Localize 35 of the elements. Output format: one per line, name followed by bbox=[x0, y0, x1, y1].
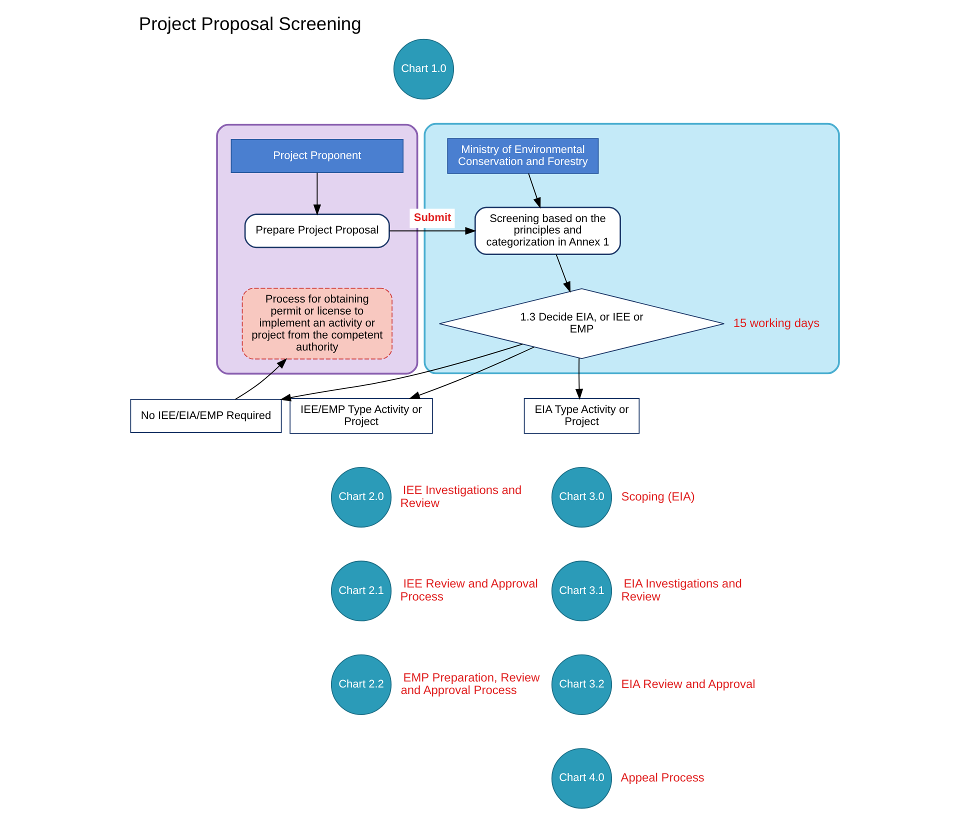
node-label: Scoping (EIA) bbox=[621, 489, 695, 504]
node-box: Screening based on the principles and categorization in Annex 1 bbox=[474, 206, 622, 255]
node-label: EMP Preparation, Review and Approval Process bbox=[400, 670, 540, 698]
arrow bbox=[389, 227, 476, 235]
arrow bbox=[528, 173, 541, 209]
arrow bbox=[234, 358, 288, 400]
node-circle: Chart 3.1 bbox=[551, 560, 612, 622]
node-circle: Chart 3.0 bbox=[551, 466, 612, 528]
node-label: IEE Review and Approval Process bbox=[400, 576, 538, 604]
node-box: IEE/EMP Type Activity or Project bbox=[290, 398, 433, 434]
node-box: Project Proponent bbox=[230, 138, 404, 173]
arrow bbox=[280, 344, 524, 402]
node-label: EIA Review and Approval bbox=[621, 676, 756, 691]
node-box: No IEE/EIA/EMP Required bbox=[130, 398, 282, 433]
diagram-title: Project Proposal Screening bbox=[138, 13, 362, 34]
arrow bbox=[408, 346, 535, 399]
arrow bbox=[575, 358, 584, 400]
node-box: Ministry of Environmental Conservation and Forestry bbox=[447, 138, 599, 174]
node-circle: Chart 3.2 bbox=[551, 654, 612, 715]
edge-label: Submit bbox=[414, 212, 452, 224]
node-circle: Chart 2.2 bbox=[330, 654, 392, 715]
node-label: Appeal Process bbox=[620, 770, 704, 785]
node-label: IEE Investigations and Review bbox=[400, 482, 522, 510]
node-circle: Chart 1.0 bbox=[393, 38, 454, 100]
node-circle: Chart 2.1 bbox=[330, 560, 392, 622]
node-box: Process for obtaining permit or license to implement an activity or project from the competent authority bbox=[242, 288, 392, 360]
arrow bbox=[556, 254, 571, 293]
arrow bbox=[313, 172, 322, 216]
node-circle: Chart 4.0 bbox=[551, 748, 612, 809]
node-diamond: 1.3 Decide EIA, or IEE or EMP bbox=[438, 288, 725, 360]
node-circle: Chart 2.0 bbox=[330, 466, 392, 528]
node-box: Prepare Project Proposal bbox=[244, 214, 390, 248]
node-label: EIA Investigations and Review bbox=[621, 576, 742, 604]
node-label: 15 working days bbox=[733, 316, 820, 330]
node-box: EIA Type Activity or Project bbox=[524, 398, 640, 434]
